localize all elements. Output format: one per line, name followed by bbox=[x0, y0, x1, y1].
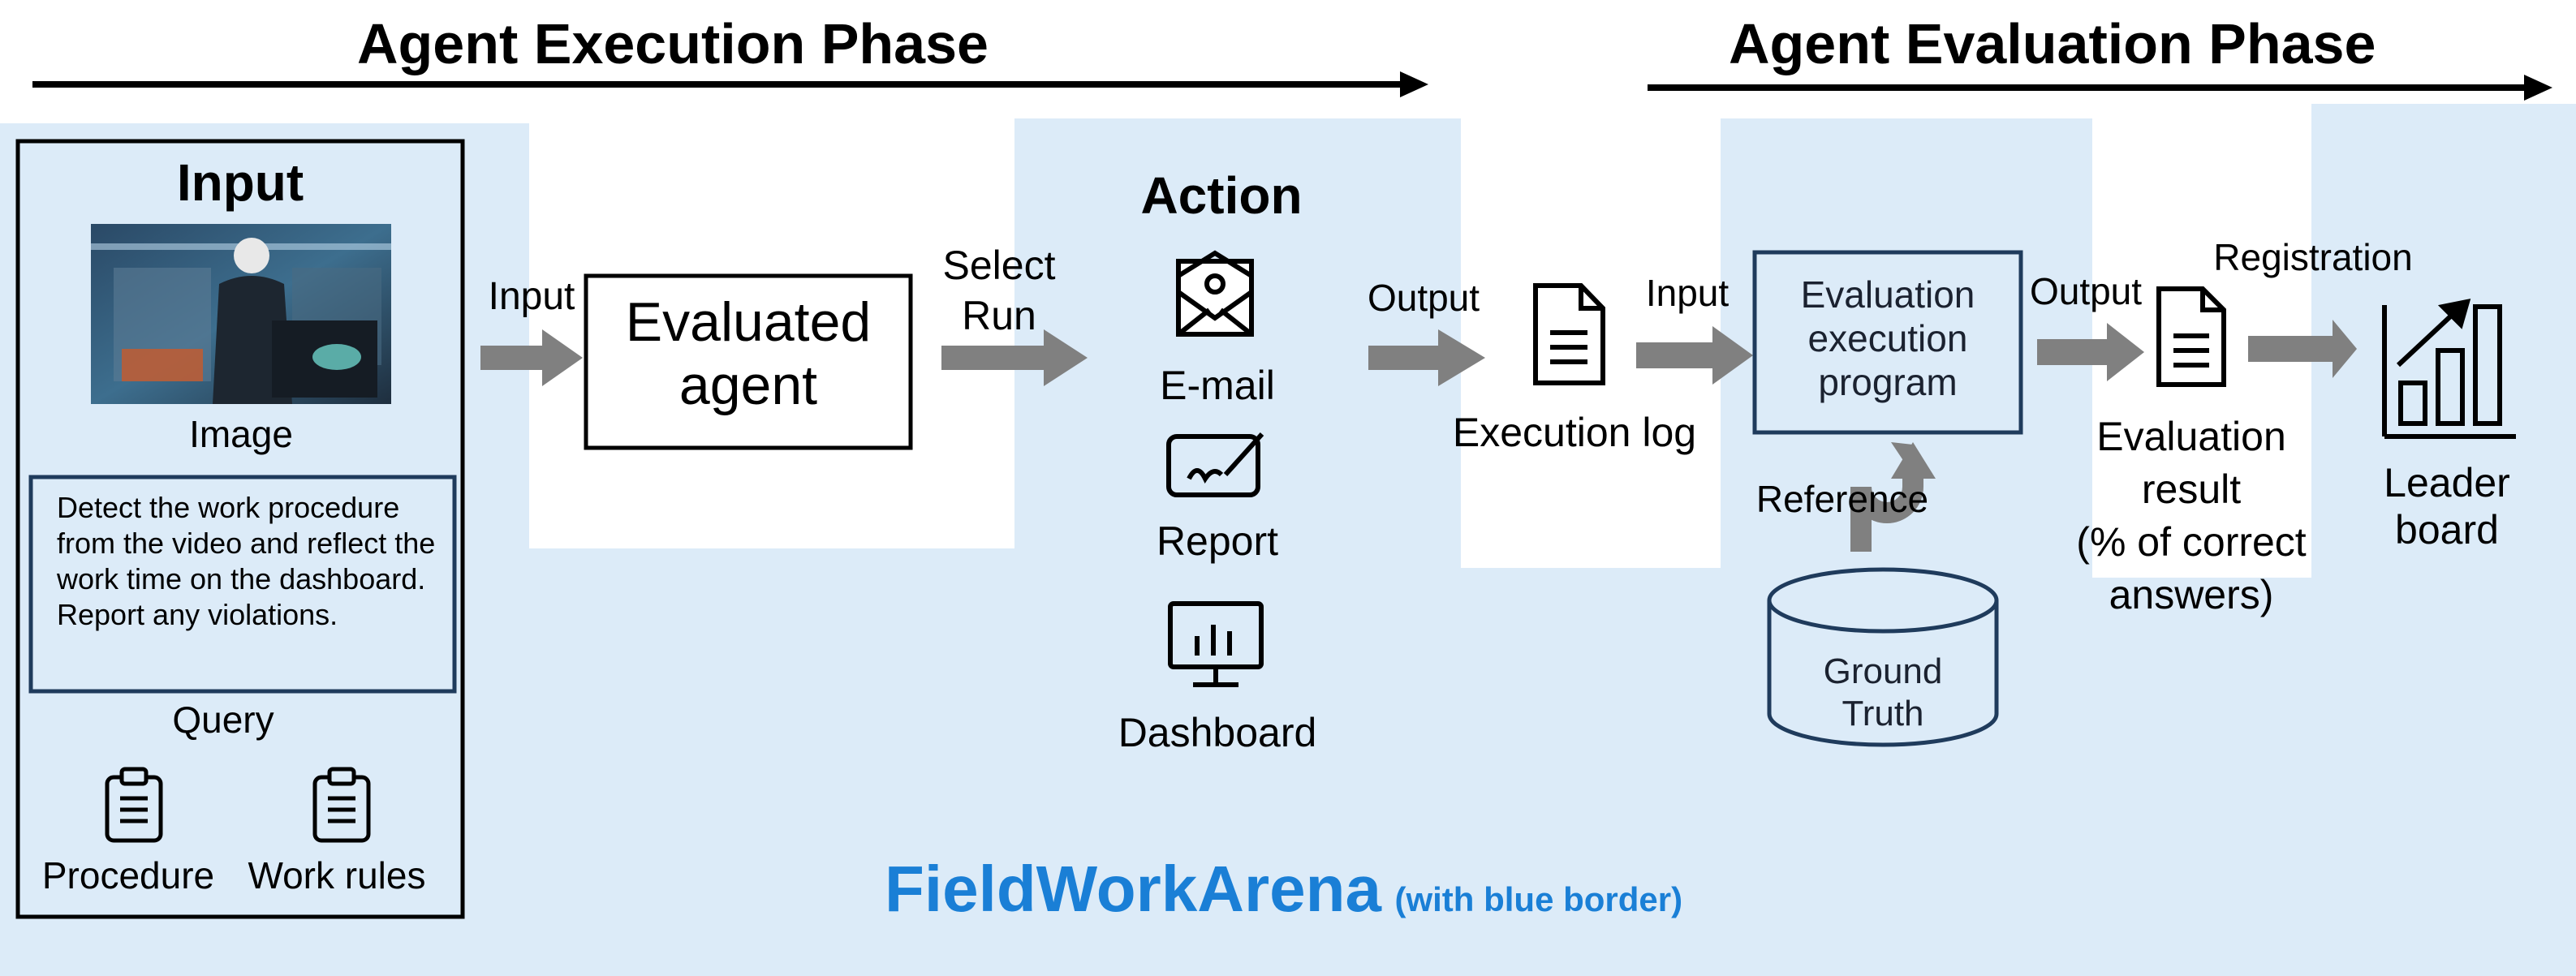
action-title: Action bbox=[1140, 166, 1303, 225]
input-panel-title: Input bbox=[176, 153, 304, 212]
report-label: Report bbox=[1156, 518, 1279, 564]
footer-brand-note: (with blue border) bbox=[1394, 880, 1683, 918]
select-run-label: Select Run bbox=[930, 240, 1068, 341]
evaluated-agent-label: Evaluated agent bbox=[586, 290, 911, 417]
bg-region-bottom-right bbox=[2092, 578, 2311, 976]
bg-region-bottom-mid bbox=[1461, 568, 1721, 976]
input-panel-box bbox=[15, 139, 465, 919]
evaluation-program-label: Evaluation execution program bbox=[1755, 273, 2021, 404]
arrow-agent-to-action bbox=[941, 329, 1088, 386]
registration-label: Registration bbox=[2213, 236, 2413, 278]
reference-u-arrow bbox=[1850, 442, 1936, 552]
evaluation-result-icon bbox=[2156, 286, 2226, 387]
execution-phase-title: Agent Execution Phase bbox=[357, 12, 989, 75]
evaluation-program-line2: execution bbox=[1807, 317, 1968, 359]
input-label-1: Input bbox=[488, 275, 575, 318]
procedure-icon bbox=[105, 767, 163, 843]
arrow-log-to-program bbox=[1636, 326, 1753, 385]
evaluation-result-label: Evaluation result (% of correct answers) bbox=[2045, 411, 2337, 621]
evaluation-result-line1: Evaluation bbox=[2096, 414, 2286, 459]
reference-label: Reference bbox=[1755, 478, 1929, 520]
image-label: Image bbox=[189, 413, 293, 455]
evaluation-result-line3: (% of correct bbox=[2076, 519, 2307, 565]
ground-truth-line2: Truth bbox=[1842, 694, 1924, 733]
execution-log-label: Execution log bbox=[1452, 410, 1697, 455]
evaluated-agent-line1: Evaluated bbox=[625, 291, 872, 353]
evaluation-result-line4: answers) bbox=[2109, 572, 2274, 617]
execution-phase-arrow bbox=[32, 71, 1428, 97]
arrow-input-to-agent bbox=[480, 329, 583, 386]
leaderboard-label: Leader board bbox=[2354, 459, 2540, 553]
arrow-action-to-log bbox=[1368, 329, 1485, 386]
input-image bbox=[91, 224, 391, 404]
leaderboard-line1: Leader bbox=[2384, 460, 2510, 505]
ground-truth-label: Ground Truth bbox=[1769, 651, 1997, 735]
arrow-program-to-result bbox=[2037, 323, 2144, 381]
work-rules-label: Work rules bbox=[248, 854, 426, 896]
footer-brand: FieldWorkArena (with blue border) bbox=[885, 852, 1682, 927]
work-rules-icon bbox=[312, 767, 371, 843]
dashboard-icon bbox=[1168, 601, 1264, 687]
email-icon bbox=[1176, 250, 1254, 337]
ground-truth-line1: Ground bbox=[1823, 651, 1943, 691]
evaluation-result-line2: result bbox=[2141, 467, 2242, 512]
input-label-2: Input bbox=[1645, 272, 1730, 314]
output-label-2: Output bbox=[2029, 270, 2143, 312]
query-box bbox=[28, 475, 457, 694]
select-run-line2: Run bbox=[962, 293, 1036, 338]
evaluation-phase-title: Agent Evaluation Phase bbox=[1729, 12, 2376, 75]
report-icon bbox=[1166, 432, 1264, 497]
evaluation-program-line1: Evaluation bbox=[1800, 273, 1975, 316]
leaderboard-icon bbox=[2382, 299, 2516, 439]
leaderboard-line2: board bbox=[2395, 507, 2499, 552]
dashboard-label: Dashboard bbox=[1118, 710, 1317, 755]
bg-region-leaderboard bbox=[2311, 104, 2576, 976]
flow-arrows bbox=[480, 320, 2357, 386]
evaluated-agent-line2: agent bbox=[678, 355, 818, 416]
query-label: Query bbox=[172, 699, 274, 741]
execution-log-icon bbox=[1533, 283, 1605, 385]
footer-brand-name: FieldWorkArena bbox=[885, 853, 1381, 925]
email-label: E-mail bbox=[1160, 363, 1275, 408]
arrow-result-to-leaderboard bbox=[2248, 320, 2357, 378]
evaluation-program-box bbox=[1752, 250, 2023, 435]
evaluated-agent-box bbox=[584, 273, 913, 450]
output-label-1: Output bbox=[1367, 277, 1480, 319]
query-text: Detect the work procedure from the video… bbox=[57, 491, 436, 631]
select-run-line1: Select bbox=[942, 243, 1056, 288]
evaluation-phase-arrow bbox=[1648, 75, 2552, 101]
procedure-label: Procedure bbox=[41, 854, 215, 896]
evaluation-program-line3: program bbox=[1818, 361, 1958, 403]
ground-truth-cylinder bbox=[1767, 567, 1999, 747]
